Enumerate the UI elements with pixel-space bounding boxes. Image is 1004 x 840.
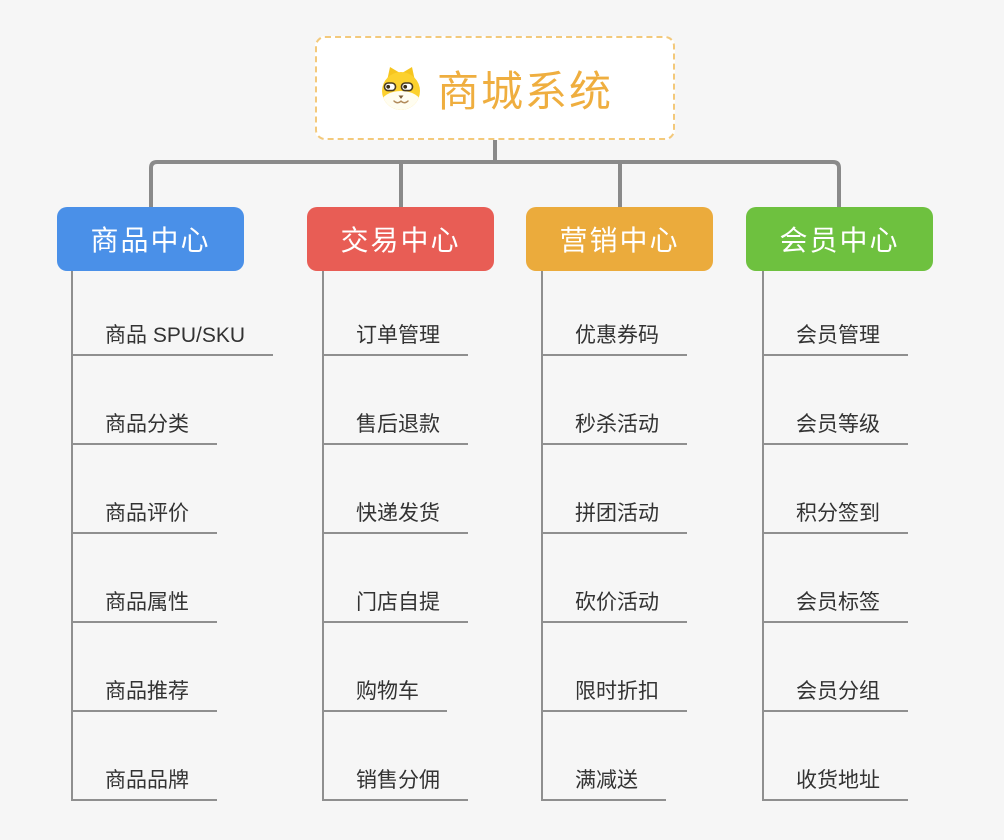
leaf-node[interactable]: 满减送 (541, 765, 666, 801)
leaf-node[interactable]: 商品分类 (71, 409, 217, 445)
leaf-node[interactable]: 商品推荐 (71, 676, 217, 712)
root-title: 商城系统 (436, 67, 613, 115)
leaf-node[interactable]: 商品 SPU/SKU (71, 320, 274, 356)
leaf-node[interactable]: 拼团活动 (541, 498, 687, 534)
leaf-node[interactable]: 商品评价 (71, 498, 217, 534)
branch-header-marketing-center[interactable]: 营销中心 (526, 207, 713, 271)
leaf-node[interactable]: 收货地址 (762, 765, 908, 801)
leaf-node[interactable]: 商品品牌 (71, 765, 217, 801)
leaf-node[interactable]: 积分签到 (762, 498, 908, 534)
leaf-node[interactable]: 会员等级 (762, 409, 908, 445)
leaf-node[interactable]: 商品属性 (71, 587, 217, 623)
leaf-node[interactable]: 砍价活动 (541, 587, 687, 623)
leaf-node[interactable]: 会员标签 (762, 587, 908, 623)
shiba-dog-icon (381, 67, 420, 110)
leaf-node[interactable]: 售后退款 (322, 409, 468, 445)
leaf-node[interactable]: 会员分组 (762, 676, 908, 712)
branch-header-trade-center[interactable]: 交易中心 (307, 207, 494, 271)
leaf-node[interactable]: 秒杀活动 (541, 409, 687, 445)
leaf-node[interactable]: 会员管理 (762, 320, 908, 356)
branch-header-product-center[interactable]: 商品中心 (57, 207, 244, 271)
leaf-node[interactable]: 订单管理 (322, 320, 468, 356)
leaf-node[interactable]: 门店自提 (322, 587, 468, 623)
leaf-node[interactable]: 快递发货 (322, 498, 468, 534)
root-node[interactable]: 商城系统 (315, 36, 675, 140)
leaf-node[interactable]: 销售分佣 (322, 765, 468, 801)
leaf-node[interactable]: 购物车 (322, 676, 447, 712)
leaf-node[interactable]: 优惠券码 (541, 320, 687, 356)
leaf-node[interactable]: 限时折扣 (541, 676, 687, 712)
branch-header-member-center[interactable]: 会员中心 (746, 207, 933, 271)
